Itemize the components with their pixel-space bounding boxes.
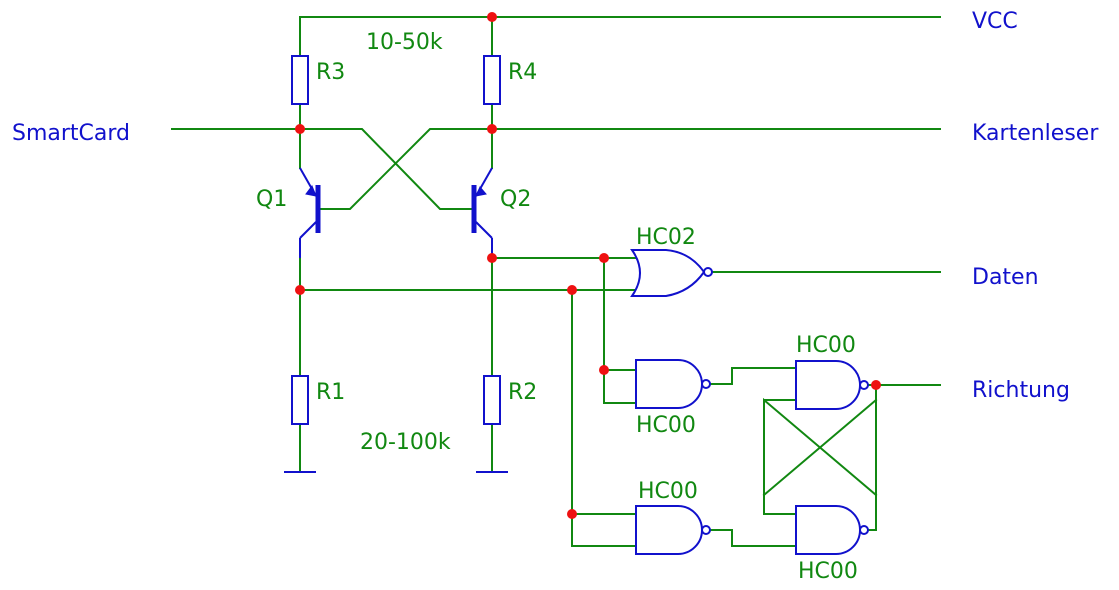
nor-bubble <box>703 267 713 277</box>
wire-vcc-rail <box>299 16 941 55</box>
nor-body <box>630 249 706 297</box>
nor-gate-hc02 <box>630 249 713 297</box>
q2-emitter-lead <box>475 221 493 239</box>
label-q1: Q1 <box>256 187 287 212</box>
q1-emitter-lead <box>299 221 317 239</box>
junction-nand-a-in <box>599 365 609 375</box>
net-label-daten: Daten <box>972 265 1039 290</box>
nand-d-bubble <box>859 525 869 535</box>
q1-arrow <box>305 184 317 197</box>
nand-b-body <box>795 360 861 410</box>
junctions <box>295 12 881 519</box>
resistor-r3 <box>291 55 309 105</box>
nand-gate-a <box>635 359 711 409</box>
junction-nor-in1 <box>599 253 609 263</box>
transistor-q2 <box>471 167 493 258</box>
junction-vcc-r4 <box>487 12 497 22</box>
net-label-kartenleser: Kartenleser <box>972 121 1099 146</box>
label-r2: R2 <box>508 380 537 405</box>
label-hc00-d: HC00 <box>798 559 858 584</box>
wire-ff-cross-1 <box>763 397 878 515</box>
wire-branch-nand-a <box>603 257 637 404</box>
wire-nand-a-to-b <box>710 367 797 385</box>
net-label-smartcard: SmartCard <box>12 121 130 146</box>
q2-arrow <box>475 186 487 197</box>
label-r4: R4 <box>508 60 537 85</box>
resistor-r4 <box>483 55 501 105</box>
resistors <box>291 55 501 425</box>
nand-gate-c <box>635 505 711 555</box>
junction-nand-c-in <box>567 509 577 519</box>
junction-q2-emitter <box>487 253 497 263</box>
resistor-r1 <box>291 375 309 425</box>
wire-ff-cross-3 <box>762 398 878 497</box>
wire-nand-c-to-d <box>710 529 797 547</box>
junction-smartcard-r3 <box>295 124 305 134</box>
junction-nor-in2 <box>567 285 577 295</box>
nand-b-bubble <box>859 380 869 390</box>
label-hc02: HC02 <box>636 225 696 250</box>
label-pulldown-value: 20-100k <box>360 430 451 455</box>
nand-d-body <box>795 505 861 555</box>
wires <box>171 16 941 547</box>
net-label-richtung: Richtung <box>972 378 1070 403</box>
label-r3: R3 <box>316 60 345 85</box>
junction-richtung <box>871 380 881 390</box>
junction-q1-emitter <box>295 285 305 295</box>
resistor-r2 <box>483 375 501 425</box>
nand-c-bubble <box>701 525 711 535</box>
junction-kartenleser-r4 <box>487 124 497 134</box>
nand-gate-b <box>795 360 869 410</box>
label-pullup-value: 10-50k <box>366 30 443 55</box>
net-label-vcc: VCC <box>972 9 1018 34</box>
wire-smartcard-line <box>171 128 473 210</box>
labels: VCC SmartCard Kartenleser Daten Richtung… <box>12 9 1099 584</box>
wire-ff-cross-2 <box>865 494 877 531</box>
nand-a-bubble <box>701 379 711 389</box>
nand-a-body <box>635 359 703 409</box>
label-hc00-a: HC00 <box>636 413 696 438</box>
label-hc00-c: HC00 <box>638 479 698 504</box>
nand-c-body <box>635 505 703 555</box>
transistor-q1 <box>299 167 321 258</box>
label-r1: R1 <box>316 380 345 405</box>
wire-branch-nand-c <box>571 289 637 547</box>
label-hc00-b: HC00 <box>796 333 856 358</box>
label-q2: Q2 <box>500 187 531 212</box>
wire-kartenleser-line <box>317 128 941 210</box>
nand-gate-d <box>795 505 869 555</box>
